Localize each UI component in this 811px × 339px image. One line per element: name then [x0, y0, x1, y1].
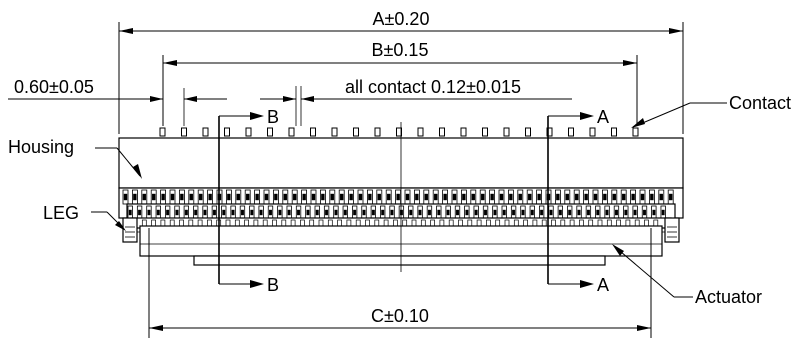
section-a-marker: A A — [547, 107, 609, 295]
callout-actuator-label: Actuator — [695, 287, 762, 307]
contact-tip — [525, 127, 531, 137]
contact-tip — [439, 127, 445, 137]
dimension-contact-width: all contact 0.12±0.015 — [260, 77, 572, 126]
contact-tip — [353, 127, 359, 137]
contact-tip — [310, 127, 316, 137]
dimension-a-label: A±0.20 — [373, 9, 430, 29]
contact-tip — [546, 127, 553, 137]
contact-tip — [568, 127, 574, 137]
leg-right — [664, 217, 680, 243]
section-b-bottom-label: B — [267, 275, 279, 295]
callout-leg: LEG — [43, 203, 126, 231]
dimension-b-label: B±0.15 — [372, 40, 429, 60]
dimension-b: B±0.15 — [162, 40, 638, 126]
callout-actuator: Actuator — [612, 244, 762, 307]
dimension-contact-width-label: all contact 0.12±0.015 — [345, 77, 521, 97]
dimension-pitch-label: 0.60±0.05 — [14, 77, 94, 97]
contact-tip — [632, 127, 639, 137]
contact-tip — [288, 127, 295, 137]
callout-housing: Housing — [8, 137, 142, 179]
dimension-a: A±0.20 — [118, 9, 684, 134]
section-b-marker: B B — [218, 107, 279, 295]
dimension-c: C±0.10 — [148, 228, 652, 338]
section-b-top-label: B — [267, 107, 279, 127]
contact-tip — [417, 127, 424, 137]
contact-tips — [159, 127, 639, 137]
contact-tip — [374, 127, 381, 137]
contact-tip — [460, 127, 467, 137]
section-a-bottom-label: A — [597, 275, 609, 295]
contact-tip — [224, 127, 230, 137]
contact-tip — [331, 127, 338, 137]
contact-tip — [482, 127, 488, 137]
dimension-pitch: 0.60±0.05 — [8, 77, 227, 126]
contact-tip — [589, 127, 596, 137]
callout-leg-label: LEG — [43, 203, 79, 223]
contact-tip — [245, 127, 252, 137]
contact-tip — [202, 127, 209, 137]
dimension-c-label: C±0.10 — [371, 306, 429, 326]
section-a-top-label: A — [597, 107, 609, 127]
callout-contact-label: Contact — [729, 93, 791, 113]
contact-tip — [503, 127, 510, 137]
contact-tip — [267, 127, 273, 137]
callout-contact: Contact — [631, 93, 791, 128]
contact-tip — [611, 127, 617, 137]
contact-tip — [181, 127, 187, 137]
contact-tip — [159, 127, 166, 137]
leg-left — [122, 217, 138, 243]
callout-housing-label: Housing — [8, 137, 74, 157]
contact-tip — [396, 127, 402, 137]
